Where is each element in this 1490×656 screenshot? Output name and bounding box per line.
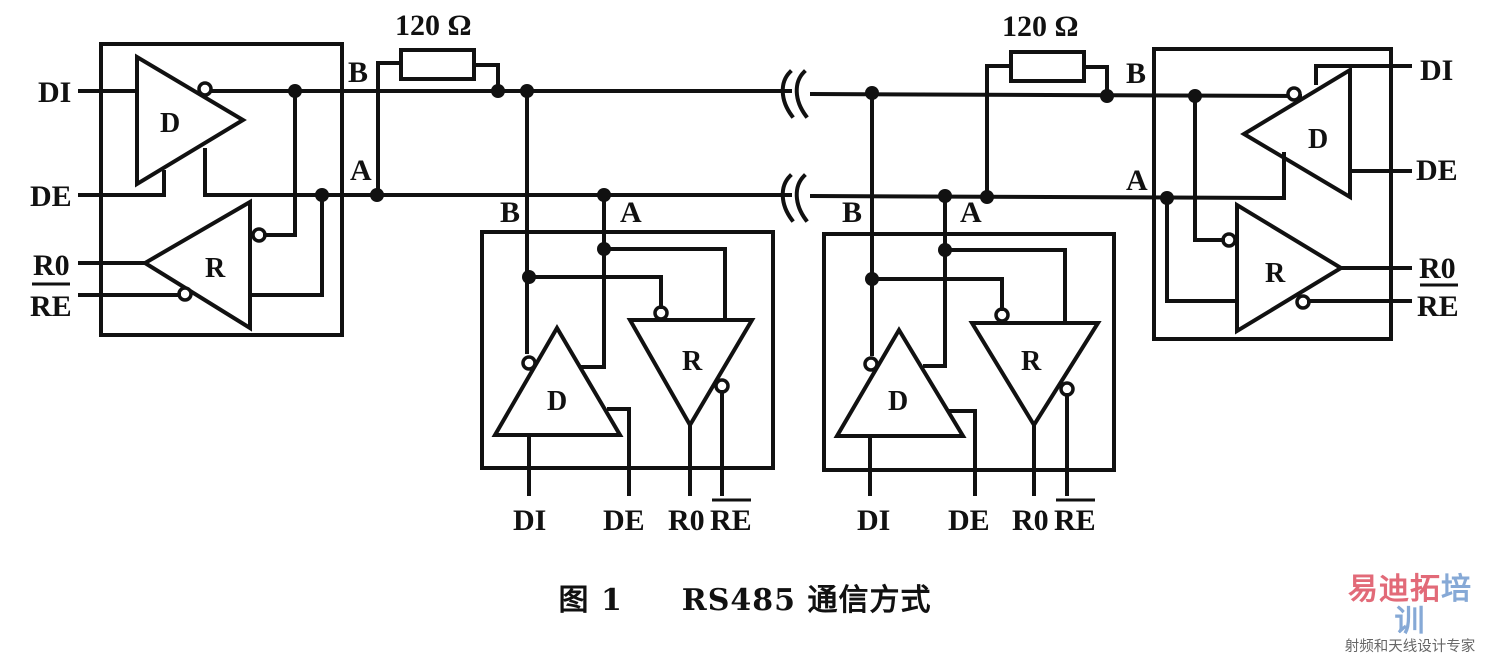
pin-label-re: RE bbox=[1054, 504, 1096, 537]
junction-dot bbox=[938, 189, 952, 203]
receiver-label: R bbox=[205, 253, 226, 284]
junction-dot bbox=[865, 86, 879, 100]
driver-label: D bbox=[160, 108, 180, 139]
caption-number: 图 1 bbox=[558, 583, 623, 618]
line-break-symbol-b bbox=[780, 69, 809, 119]
junction-dot bbox=[315, 188, 329, 202]
driver-triangle bbox=[1240, 66, 1352, 201]
bus-label-a: A bbox=[960, 196, 982, 229]
transceiver-node-mid-2: D R B A DI DE R0 RE bbox=[822, 86, 1116, 537]
pin-label-re: RE bbox=[1417, 290, 1459, 323]
pin-label-de: DE bbox=[948, 504, 990, 537]
junction-dot bbox=[520, 84, 534, 98]
pin-label-de: DE bbox=[30, 180, 72, 213]
inverting-bubble bbox=[521, 355, 537, 371]
bus-line-a bbox=[203, 193, 1283, 201]
driver-triangle bbox=[491, 324, 624, 437]
bus-label-b: B bbox=[842, 196, 862, 229]
driver-triangle bbox=[833, 326, 967, 438]
watermark-char: 培 bbox=[1441, 572, 1472, 607]
watermark-char: 易 bbox=[1348, 572, 1379, 607]
transceiver-node-mid-1: D R B A DI DE R0 RE bbox=[480, 84, 775, 537]
inverting-bubble bbox=[197, 81, 213, 97]
junction-dot bbox=[1100, 89, 1114, 103]
driver-label: D bbox=[1308, 124, 1328, 155]
watermark-logo: 易迪拓培训 射频和天线设计专家 bbox=[1334, 574, 1486, 656]
terminator-resistor-left: 120 Ω bbox=[370, 9, 505, 202]
terminator-label-right: 120 Ω bbox=[1002, 10, 1079, 43]
junction-dot bbox=[370, 188, 384, 202]
pin-label-ro: R0 bbox=[668, 504, 705, 537]
transceiver-node-right: D R B A DI DE R0 RE bbox=[1126, 47, 1459, 341]
receiver-triangle bbox=[141, 198, 252, 332]
watermark-char: 训 bbox=[1394, 604, 1426, 639]
junction-dot bbox=[1188, 89, 1202, 103]
caption-text: RS485 通信方式 bbox=[681, 583, 932, 618]
receiver-label: R bbox=[1265, 258, 1286, 289]
pin-label-de: DE bbox=[603, 504, 645, 537]
pin-label-ro: R0 bbox=[1419, 252, 1456, 285]
pin-label-di: DI bbox=[513, 504, 546, 537]
figure-caption: 图 1 RS485 通信方式 bbox=[0, 575, 1490, 619]
transceiver-node-left: D R DI DE R0 RE B A bbox=[30, 42, 372, 337]
junction-dot bbox=[491, 84, 505, 98]
receiver-triangle bbox=[1235, 201, 1345, 335]
watermark-title: 易迪拓培训 bbox=[1334, 574, 1486, 638]
watermark-char: 迪 bbox=[1379, 572, 1410, 607]
bus-label-a: A bbox=[350, 154, 372, 187]
pin-label-di: DI bbox=[1420, 54, 1453, 87]
bus-label-a: A bbox=[620, 196, 642, 229]
bus-line-b bbox=[203, 89, 1303, 99]
terminator-resistor-right: 120 Ω bbox=[980, 10, 1114, 204]
receiver-label: R bbox=[1021, 346, 1042, 377]
junction-dot bbox=[288, 84, 302, 98]
driver-label: D bbox=[547, 386, 567, 417]
bus-label-b: B bbox=[500, 196, 520, 229]
pin-label-re: RE bbox=[30, 290, 72, 323]
receiver-triangle bbox=[626, 318, 756, 429]
receiver-label: R bbox=[682, 346, 703, 377]
bus-label-a: A bbox=[1126, 164, 1148, 197]
pin-label-di: DI bbox=[857, 504, 890, 537]
rs485-diagram: 120 Ω 120 Ω D R DI DE R0 RE bbox=[30, 9, 1459, 537]
pin-label-ro: R0 bbox=[33, 249, 70, 282]
junction-dot bbox=[980, 190, 994, 204]
inverting-bubble bbox=[863, 356, 879, 372]
pin-label-re: RE bbox=[710, 504, 752, 537]
watermark-subtitle: 射频和天线设计专家 bbox=[1344, 639, 1476, 655]
watermark-char: 拓 bbox=[1410, 572, 1441, 607]
driver-triangle bbox=[135, 53, 247, 188]
line-break-symbol-a bbox=[780, 173, 809, 223]
bus-label-b: B bbox=[348, 56, 368, 89]
inverting-bubble bbox=[1286, 86, 1302, 102]
pin-label-ro: R0 bbox=[1012, 504, 1049, 537]
receiver-triangle bbox=[968, 321, 1102, 429]
driver-label: D bbox=[888, 386, 908, 417]
bus-label-b: B bbox=[1126, 57, 1146, 90]
pin-label-de: DE bbox=[1416, 154, 1458, 187]
junction-dot bbox=[1160, 191, 1174, 205]
pin-label-di: DI bbox=[38, 76, 71, 109]
terminator-label-left: 120 Ω bbox=[395, 9, 472, 42]
junction-dot bbox=[597, 188, 611, 202]
